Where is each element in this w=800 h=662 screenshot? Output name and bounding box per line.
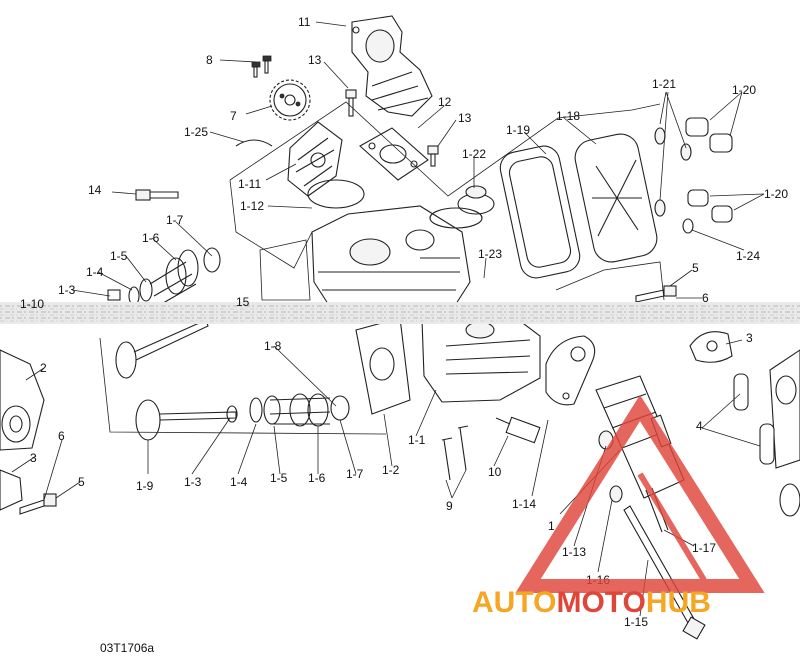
label-1-7-top: 1-7 — [166, 213, 184, 227]
label-1-25: 1-25 — [184, 125, 208, 139]
label-9: 9 — [446, 499, 453, 513]
oring-1-23 — [429, 207, 483, 229]
manifold-gasket — [359, 127, 429, 181]
label-1-17: 1-17 — [692, 541, 716, 555]
label-1-9: 1-9 — [136, 479, 154, 493]
label-12: 12 — [438, 95, 452, 109]
head-gasket-1-2 — [355, 317, 411, 415]
watermark-logo — [515, 394, 765, 593]
cap-1-22 — [457, 185, 495, 215]
intake-manifold — [351, 15, 433, 117]
label-5-left: 5 — [78, 475, 85, 489]
label-1-18: 1-18 — [556, 109, 580, 123]
bolt-left — [19, 493, 57, 515]
oring-1-12 — [307, 179, 365, 209]
label-1-1: 1-1 — [408, 433, 426, 447]
valve-1-9 — [135, 399, 237, 441]
spark-plug-10 — [495, 416, 541, 444]
gasket-1-19 — [499, 145, 581, 279]
label-1-21: 1-21 — [652, 77, 676, 91]
watermark-text-part2: MOTO — [556, 586, 645, 619]
flange-1-14 — [545, 335, 596, 406]
label-1-3-top: 1-3 — [58, 283, 76, 297]
caps-1-20 — [685, 117, 733, 223]
studs-9 — [441, 425, 469, 481]
label-1-15: 1-15 — [624, 615, 648, 629]
label-13-mid: 13 — [458, 111, 472, 125]
label-3-left: 3 — [30, 451, 37, 465]
label-1-20-mid: 1-20 — [764, 187, 788, 201]
watermark-text-part3: HUB — [646, 586, 711, 619]
group-outlines — [99, 101, 665, 435]
pins-4 — [733, 373, 775, 465]
label-1-19: 1-19 — [506, 123, 530, 137]
cylinder-head — [259, 205, 471, 311]
bolt-13-upper — [345, 89, 357, 117]
scan-artifact-band — [0, 302, 800, 324]
label-1-11: 1-11 — [238, 177, 261, 191]
label-1-24: 1-24 — [736, 249, 760, 263]
label-1-10: 1-10 — [20, 297, 44, 311]
label-1-5-bottom: 1-5 — [270, 471, 288, 485]
label-1-7-bottom: 1-7 — [346, 467, 364, 481]
label-1-22: 1-22 — [462, 147, 486, 161]
cam-sprocket — [269, 79, 311, 121]
label-1-13: 1-13 — [562, 545, 586, 559]
label-4: 4 — [696, 419, 703, 433]
watermark-text: AUTOMOTOHUB — [472, 586, 711, 619]
rocker-3-right — [689, 331, 733, 363]
label-10: 10 — [488, 465, 502, 479]
bolt-14 — [135, 189, 179, 201]
label-1-8: 1-8 — [264, 339, 282, 353]
camshaft-left — [0, 349, 45, 511]
seal-1-25 — [235, 139, 273, 147]
label-2: 2 — [40, 361, 47, 375]
label-1-6-top: 1-6 — [142, 231, 160, 245]
label-1: 1 — [548, 519, 555, 533]
label-14: 14 — [88, 183, 102, 197]
washer-1-24 — [682, 218, 694, 234]
valve-springs-upper — [107, 247, 221, 307]
label-1-14: 1-14 — [512, 497, 536, 511]
watermark-text-part1: AUTO — [472, 586, 556, 619]
label-1-20-top: 1-20 — [732, 83, 756, 97]
label-13-top: 13 — [308, 53, 322, 67]
label-1-23: 1-23 — [478, 247, 502, 261]
label-1-12: 1-12 — [240, 199, 264, 213]
label-11: 11 — [298, 15, 311, 29]
label-1-5-top: 1-5 — [110, 249, 128, 263]
cover-1-18 — [574, 133, 658, 263]
figure-code: 03T1706a — [100, 641, 154, 655]
valve-springs-lower — [226, 393, 350, 427]
valve-1-10 — [115, 319, 209, 379]
cam-cover — [287, 121, 343, 197]
label-5-right: 5 — [692, 261, 699, 275]
label-6-right: 6 — [702, 291, 709, 305]
label-1-3-bottom: 1-3 — [184, 475, 202, 489]
label-1-6-bottom: 1-6 — [308, 471, 326, 485]
label-8: 8 — [206, 53, 213, 67]
sprocket-screws — [251, 55, 272, 78]
nuts-1-21 — [654, 127, 692, 217]
label-6-left: 6 — [58, 429, 65, 443]
label-7: 7 — [230, 109, 237, 123]
label-3-right: 3 — [746, 331, 753, 345]
label-1-4-bottom: 1-4 — [230, 475, 248, 489]
label-1-4-top: 1-4 — [86, 265, 104, 279]
bolt-13-lower — [427, 145, 439, 167]
callout-labels: 11 8 13 7 12 13 1-25 1-22 1-19 1-18 1-21… — [20, 15, 788, 655]
label-1-2: 1-2 — [382, 463, 400, 477]
label-15: 15 — [236, 295, 250, 309]
leader-lines — [11, 21, 765, 617]
bolt-5-right — [635, 285, 677, 303]
